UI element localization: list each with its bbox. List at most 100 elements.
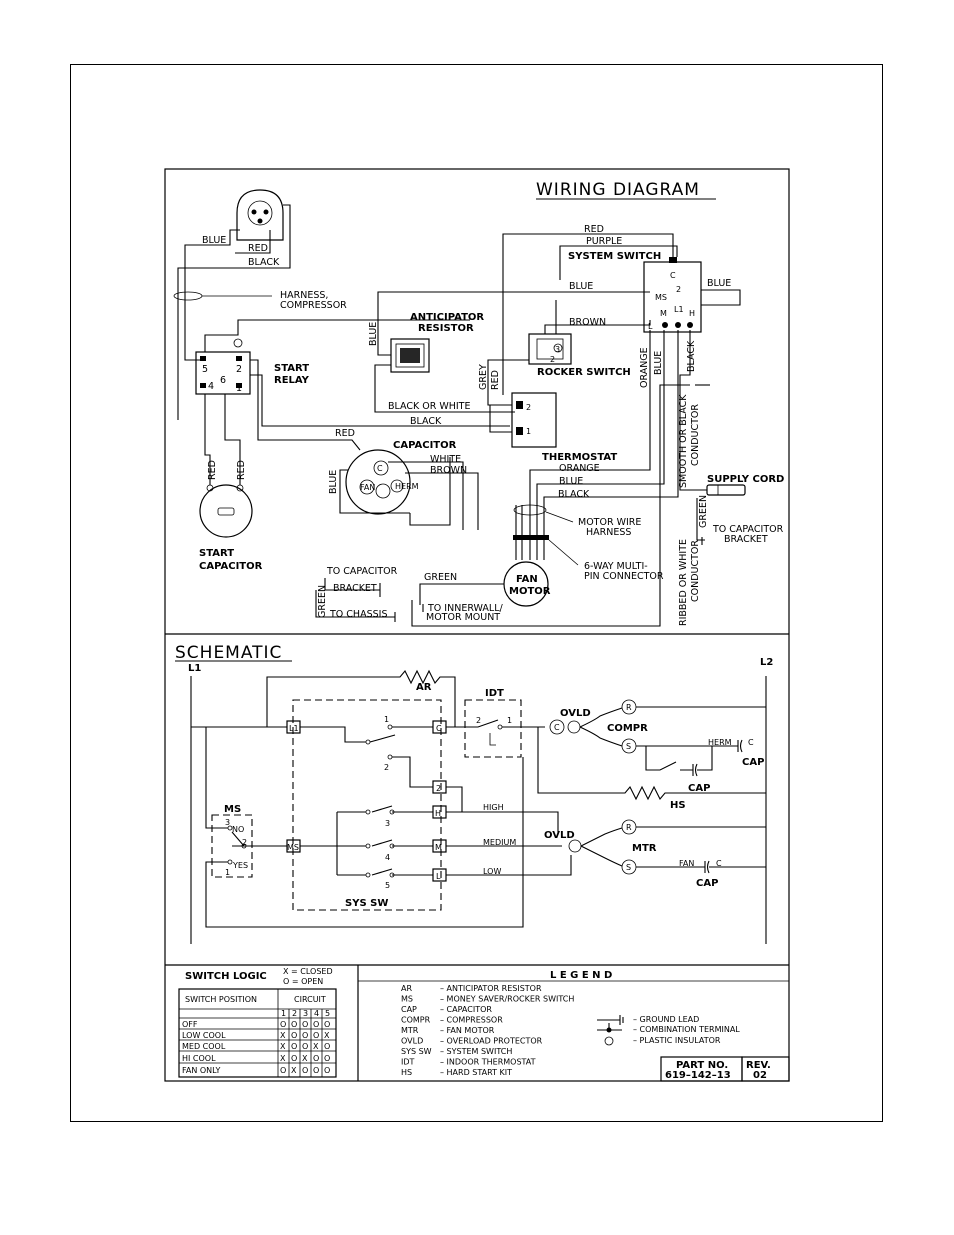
svg-text:S: S (626, 742, 631, 751)
svg-text:BLUE: BLUE (202, 235, 226, 246)
svg-text:MS: MS (655, 293, 667, 302)
svg-text:OVLD: OVLD (560, 708, 591, 719)
svg-text:L1: L1 (188, 663, 201, 674)
svg-text:SMOOTH OR BLACK: SMOOTH OR BLACK (678, 394, 689, 488)
circuit-cell: O (302, 1031, 308, 1040)
svg-text:R: R (626, 823, 632, 832)
svg-text:MOTOR MOUNT: MOTOR MOUNT (426, 612, 500, 623)
svg-text:2: 2 (384, 763, 389, 772)
terminal-h: H (432, 805, 447, 819)
svg-text:MS: MS (224, 804, 241, 815)
svg-text:GREEN: GREEN (698, 495, 709, 528)
svg-text:2: 2 (526, 403, 531, 412)
terminal-c: C (432, 720, 447, 734)
svg-text:TO INNERWALL/: TO INNERWALL/ (427, 603, 503, 614)
svg-text:BLUE: BLUE (328, 470, 339, 494)
svg-text:COMPRESSOR: COMPRESSOR (280, 300, 347, 311)
svg-text:BROWN: BROWN (430, 465, 467, 476)
svg-text:2: 2 (676, 285, 681, 294)
svg-text:MTR: MTR (632, 843, 657, 854)
fan-motor: FAN MOTOR (503, 561, 551, 607)
drawing-border (164, 168, 790, 1082)
svg-text:FAN: FAN (679, 859, 694, 868)
circuit-cell: X (324, 1031, 330, 1040)
anticipator-resistor (390, 338, 430, 373)
svg-text:L E G E N D: L E G E N D (550, 970, 612, 981)
svg-text:2: 2 (236, 364, 242, 375)
svg-text:CIRCUIT: CIRCUIT (294, 995, 326, 1004)
svg-text:L1: L1 (289, 724, 299, 733)
svg-text:3: 3 (555, 345, 560, 354)
switch-position: FAN ONLY (182, 1066, 221, 1075)
circuit-cell: O (280, 1020, 286, 1029)
terminal-m: M (432, 839, 447, 853)
legend-abbr: SYS SW (401, 1047, 432, 1056)
revision-box (741, 1056, 790, 1082)
circuit-cell: O (280, 1066, 286, 1075)
six-way-connector (513, 535, 549, 540)
circuit-cell: X (291, 1066, 297, 1075)
svg-text:GREY: GREY (478, 364, 489, 390)
svg-text:REV.: REV. (746, 1060, 771, 1071)
run-capacitor: C FAN HERM (345, 449, 419, 515)
svg-text:FAN: FAN (516, 574, 538, 585)
svg-text:C: C (436, 724, 442, 733)
switch-position: MED COOL (182, 1042, 226, 1051)
legend-desc: – ANTICIPATOR RESISTOR (440, 984, 542, 993)
circuit-number: 5 (325, 1009, 330, 1018)
svg-text:BLACK: BLACK (558, 489, 590, 500)
svg-text:ORANGE: ORANGE (639, 347, 650, 388)
ground-lead-symbol (597, 1015, 624, 1025)
legend-desc: – HARD START KIT (440, 1068, 512, 1077)
svg-text:619–142–13: 619–142–13 (665, 1070, 731, 1081)
sys-sw-box (292, 699, 442, 911)
svg-text:WHITE: WHITE (430, 454, 461, 465)
svg-text:MOTOR WIRE: MOTOR WIRE (578, 517, 641, 528)
circuit-cell: O (313, 1020, 319, 1029)
circuit-cell: X (280, 1042, 286, 1051)
svg-text:BLUE: BLUE (569, 281, 593, 292)
compressor-terminal (236, 189, 284, 241)
svg-text:HS: HS (670, 800, 686, 811)
svg-text:L2: L2 (760, 657, 773, 668)
circuit-cell: O (302, 1042, 308, 1051)
circuit-cell: O (302, 1020, 308, 1029)
svg-text:HERM: HERM (395, 482, 419, 491)
circuit-cell: X (280, 1031, 286, 1040)
svg-text:HARNESS,: HARNESS, (280, 290, 328, 301)
svg-text:RED: RED (490, 370, 501, 390)
svg-text:RED: RED (207, 460, 218, 480)
svg-text:CAPACITOR: CAPACITOR (199, 561, 263, 572)
wiring-diagram: WIRING DIAGRAM BLUE RED BLACK HARNESS, C… (173, 180, 784, 627)
svg-text:CAP: CAP (696, 878, 718, 889)
rocker-switch: 3 2 (528, 333, 572, 365)
svg-text:C: C (716, 859, 722, 868)
motor-harness-ellipse (513, 504, 547, 516)
svg-text:THERMOSTAT: THERMOSTAT (542, 452, 617, 463)
circuit-cell: O (313, 1054, 319, 1063)
svg-text:BLUE: BLUE (559, 476, 583, 487)
legend-desc: – CAPACITOR (440, 1005, 492, 1014)
svg-text:BLACK: BLACK (410, 416, 442, 427)
svg-text:BLUE: BLUE (707, 278, 731, 289)
wiring-title: WIRING DIAGRAM (536, 180, 700, 200)
circuit-cell: X (302, 1054, 308, 1063)
system-switch: C 2 MS L1 M H L (643, 257, 702, 333)
terminal-l: L (432, 868, 447, 882)
switch-position: HI COOL (182, 1054, 216, 1063)
legend-desc: – FAN MOTOR (440, 1026, 495, 1035)
svg-text:SUPPLY CORD: SUPPLY CORD (707, 474, 784, 485)
circuit-cell: O (313, 1066, 319, 1075)
svg-text:GREEN: GREEN (424, 572, 457, 583)
svg-text:TO CHASSIS: TO CHASSIS (329, 609, 387, 620)
svg-text:R: R (626, 703, 632, 712)
thermostat: 2 1 (511, 392, 557, 448)
svg-text:BLUE: BLUE (653, 351, 664, 375)
svg-text:O = OPEN: O = OPEN (283, 977, 323, 986)
svg-text:SCHEMATIC: SCHEMATIC (175, 643, 282, 663)
circuit-cell: O (324, 1042, 330, 1051)
svg-text:BRACKET: BRACKET (333, 583, 377, 594)
svg-text:CAP: CAP (742, 757, 764, 768)
svg-text:5: 5 (385, 881, 390, 890)
